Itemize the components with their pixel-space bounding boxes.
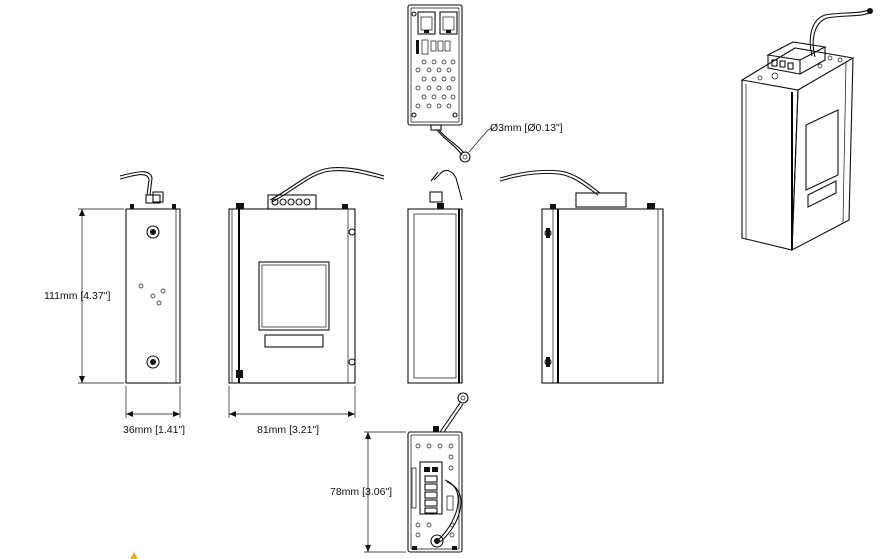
width-label: 81mm [3.21"]: [257, 424, 319, 436]
side-view-right: [407, 169, 463, 384]
depth-dimension: 36mm [1.41"]: [123, 386, 185, 436]
width-dimension: 81mm [3.21"]: [228, 386, 356, 436]
side-view-left: [119, 171, 181, 384]
bottom-dimension: 78mm [3.06"]: [330, 431, 406, 553]
rear-view: [499, 169, 664, 384]
rj45-port-left: [417, 11, 436, 35]
depth-label: 36mm [1.41"]: [123, 424, 185, 436]
height-label: 111mm [4.37"]: [44, 290, 110, 302]
bottom-depth-label: 78mm [3.06"]: [330, 486, 392, 498]
rj45-port-right: [439, 11, 458, 35]
front-view: [228, 167, 385, 384]
isometric-view: [740, 8, 873, 251]
vent-holes: [415, 59, 456, 109]
height-dimension: 111mm [4.37"]: [44, 208, 124, 384]
bottom-view: [407, 392, 469, 553]
hole-diameter-label: Ø3mm [Ø0.13"]: [490, 122, 563, 134]
top-view: Ø3mm [Ø0.13"]: [407, 4, 563, 163]
warning-icon: [130, 552, 138, 559]
